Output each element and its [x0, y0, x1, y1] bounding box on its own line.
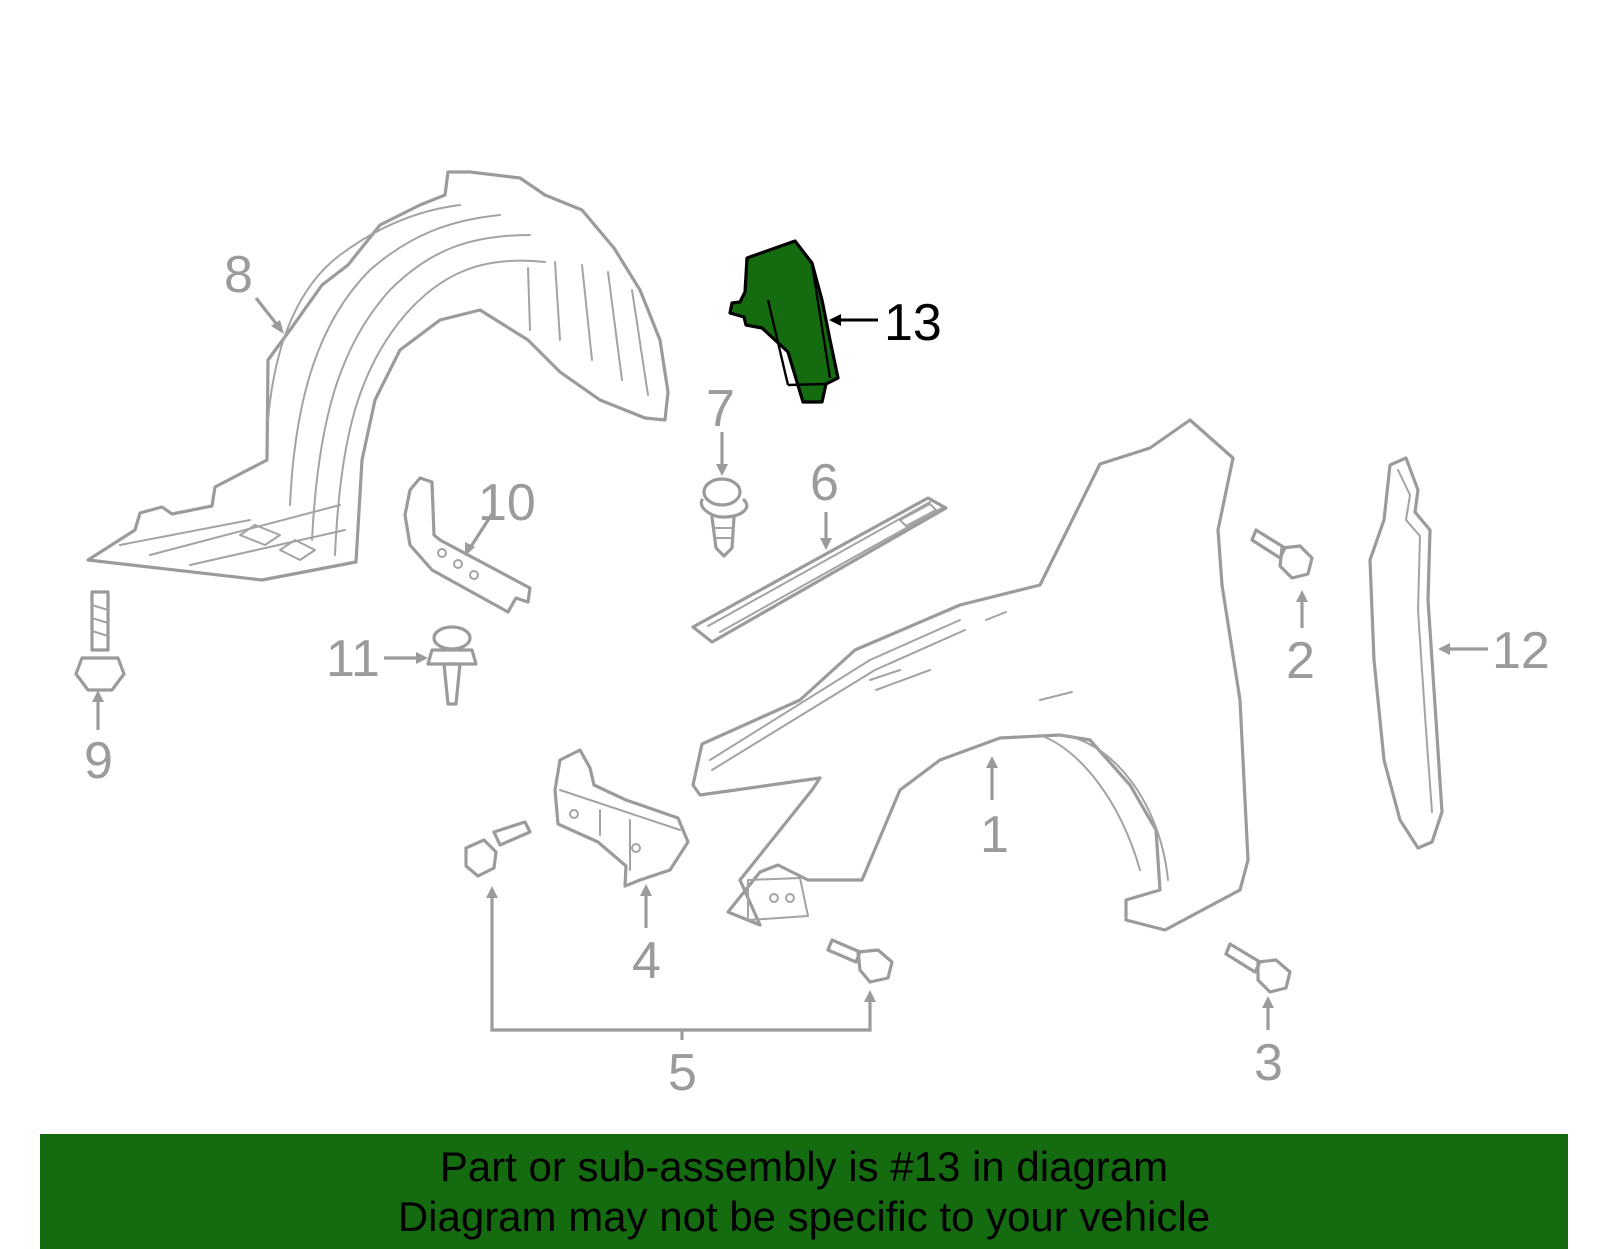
banner-line-disclaimer: Diagram may not be specific to your vehi…	[397, 1193, 1211, 1240]
callout-9: 9	[84, 732, 113, 790]
callout-1: 1	[980, 806, 1009, 864]
highlighted-part-13	[728, 239, 840, 404]
bolt-2	[1250, 528, 1314, 580]
callout-13: 13	[884, 294, 942, 352]
seal-12	[1368, 456, 1444, 850]
callout-7: 7	[706, 380, 735, 438]
bolt-3	[1224, 942, 1292, 994]
clip-7	[699, 477, 749, 558]
callout-8: 8	[224, 246, 253, 304]
banner-line-part: Part or sub-assembly is #13 in diagram	[439, 1143, 1169, 1190]
callout-2: 2	[1286, 632, 1315, 690]
callout-3: 3	[1254, 1034, 1283, 1092]
clip-11	[426, 625, 478, 706]
callout-6: 6	[810, 454, 839, 512]
callout-4: 4	[632, 932, 661, 990]
callout-11: 11	[326, 630, 380, 688]
callout-5: 5	[668, 1044, 697, 1102]
info-banner: Part or sub-assembly is #13 in diagram D…	[40, 1134, 1568, 1249]
bracket-4	[553, 748, 690, 888]
arrow-13	[829, 314, 841, 326]
bolt-5a	[464, 820, 532, 878]
callout-12: 12	[1492, 622, 1550, 680]
bracket-10	[403, 476, 532, 614]
front-fender-1	[691, 418, 1250, 932]
bolt-5b	[826, 938, 894, 984]
seal-strip-6	[691, 496, 948, 644]
leader-lines	[92, 297, 1488, 1040]
fender-liner	[86, 170, 670, 582]
callout-10: 10	[478, 474, 536, 532]
bolt-9	[74, 590, 126, 692]
